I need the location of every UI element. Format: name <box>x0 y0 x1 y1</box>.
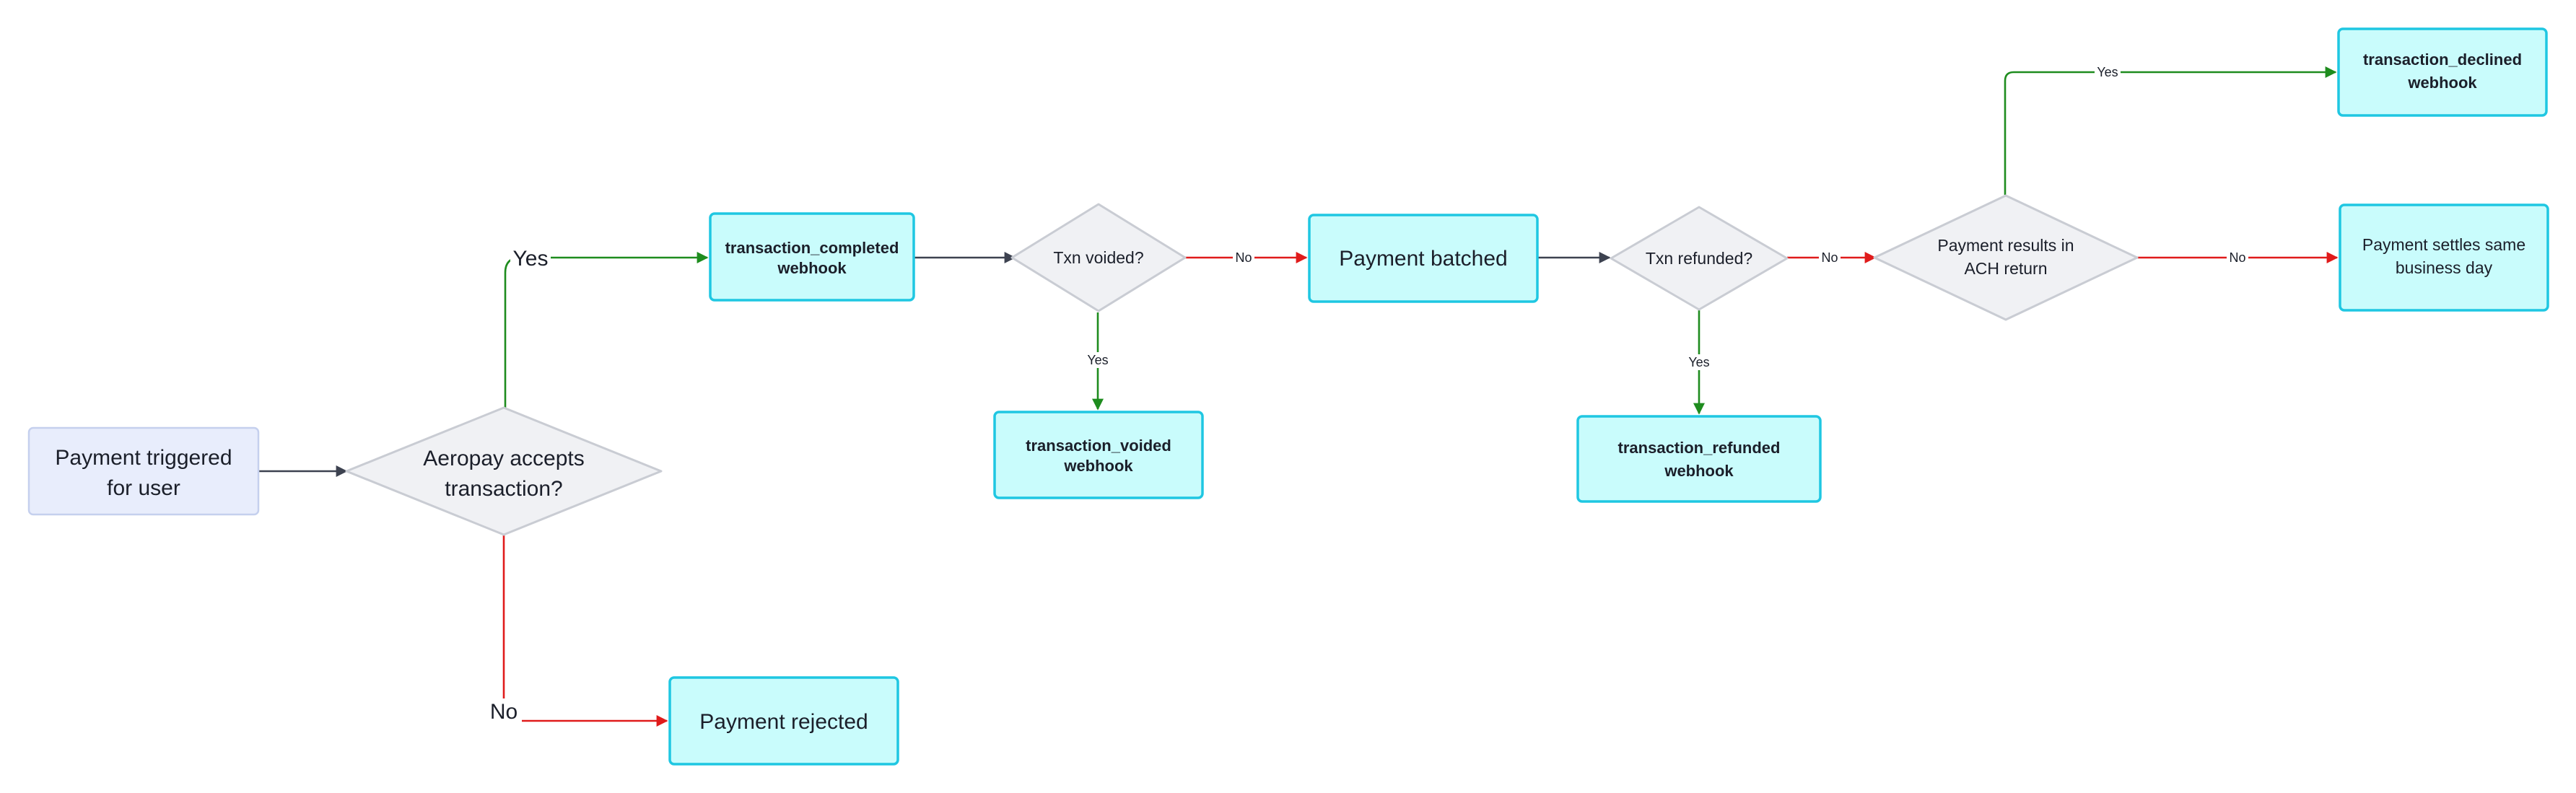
node-transaction-completed-webhook: transaction_completed webhook <box>709 212 915 302</box>
node-transaction-completed-line2: webhook <box>777 259 847 277</box>
node-transaction-declined-webhook: transaction_declined webhook <box>2337 27 2548 117</box>
node-payment-settles: Payment settles same business day <box>2339 203 2549 312</box>
edge-accepts-yes <box>504 252 709 408</box>
node-transaction-refunded-line2: webhook <box>1664 462 1734 480</box>
node-payment-settles-line1: Payment settles same <box>2362 235 2525 254</box>
node-payment-triggered: Payment triggered for user <box>27 426 260 516</box>
node-transaction-completed-line1: transaction_completed <box>725 239 899 257</box>
node-payment-batched: Payment batched <box>1308 214 1539 303</box>
edge-label-ach-yes: Yes <box>2097 65 2118 79</box>
decision-aeropay-accepts-line2: transaction? <box>445 477 562 501</box>
node-transaction-voided-line2: webhook <box>1063 457 1133 475</box>
edge-label-voided-yes: Yes <box>1087 353 1108 367</box>
decision-ach-return-line2: ACH return <box>1964 259 2047 278</box>
edge-labels: Yes No No Yes No Yes Yes No <box>486 64 2248 724</box>
edge-accepts-no <box>502 535 668 727</box>
decision-txn-voided: Txn voided? <box>1010 203 1187 312</box>
edges <box>258 66 2339 727</box>
edge-label-accepts-no: No <box>490 700 518 724</box>
edge-label-accepts-yes: Yes <box>513 247 549 271</box>
edge-label-refunded-no: No <box>1821 250 1838 265</box>
edge-label-refunded-yes: Yes <box>1688 355 1709 369</box>
node-payment-rejected-label: Payment rejected <box>699 710 868 734</box>
decision-txn-refunded: Txn refunded? <box>1610 206 1789 311</box>
node-transaction-refunded-line1: transaction_refunded <box>1618 439 1781 457</box>
node-payment-rejected: Payment rejected <box>668 676 899 766</box>
node-transaction-declined-line2: webhook <box>2407 74 2477 92</box>
edge-label-ach-no: No <box>2229 250 2245 265</box>
node-payment-batched-label: Payment batched <box>1339 247 1507 271</box>
decision-aeropay-accepts: Aeropay accepts transaction? <box>345 406 663 536</box>
edge-ach-yes <box>2004 66 2337 195</box>
node-payment-triggered-line1: Payment triggered <box>55 446 232 470</box>
decision-txn-refunded-label: Txn refunded? <box>1646 249 1752 268</box>
node-transaction-voided-line1: transaction_voided <box>1026 437 1171 455</box>
decision-ach-return: Payment results in ACH return <box>1873 194 2139 321</box>
edge-label-voided-no: No <box>1235 250 1252 265</box>
node-payment-triggered-line2: for user <box>107 476 180 500</box>
decision-txn-voided-label: Txn voided? <box>1053 248 1143 267</box>
node-payment-settles-line2: business day <box>2396 258 2493 277</box>
node-transaction-voided-webhook: transaction_voided webhook <box>993 411 1204 499</box>
decision-ach-return-line1: Payment results in <box>1937 236 2074 255</box>
node-transaction-refunded-webhook: transaction_refunded webhook <box>1576 415 1822 503</box>
decision-aeropay-accepts-line1: Aeropay accepts <box>423 447 584 470</box>
node-transaction-declined-line1: transaction_declined <box>2363 51 2522 69</box>
